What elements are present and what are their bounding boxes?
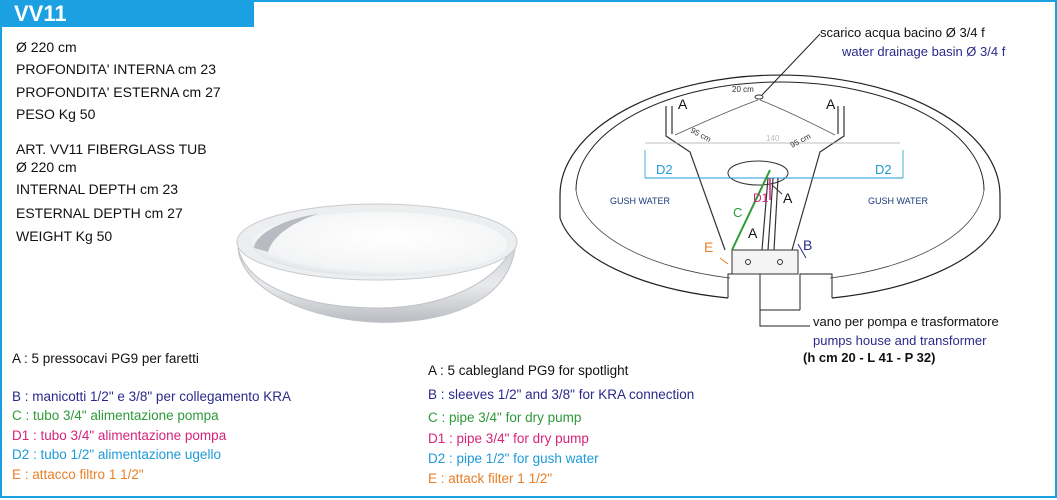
drain-label-en: water drainage basin Ø 3/4 f (841, 44, 1006, 59)
legend-text: : tubo 3/4" alimentazione pompa (25, 408, 219, 423)
spec-it-weight: PESO Kg 50 (16, 106, 96, 122)
spec-en-internal-depth: INTERNAL DEPTH cm 23 (16, 181, 179, 197)
legend-key: A (428, 363, 437, 378)
label-a-left: A (678, 96, 688, 112)
legend-key: B (12, 389, 22, 404)
legend-it-a: A : 5 pressocavi PG9 per faretti (12, 351, 199, 366)
tub-photo (236, 203, 518, 323)
legend-key: B (428, 387, 438, 402)
legend-en-c: C : pipe 3/4" for dry pump (428, 410, 581, 425)
legend-it-c: C : tubo 3/4" alimentazione pompa (12, 408, 219, 423)
legend-key: D1 (428, 431, 446, 446)
spec-en-article: ART. VV11 FIBERGLASS TUB (16, 141, 207, 157)
technical-diagram: scarico acqua bacino Ø 3/4 f water drain… (559, 25, 1006, 348)
legend-text: : sleeves 1/2" and 3/8" for KRA connecti… (440, 387, 695, 402)
drain-hole (754, 94, 764, 100)
legend-en-d1: D1 : pipe 3/4" for dry pump (428, 431, 589, 446)
legend-text: : pipe 1/2" for gush water (449, 451, 599, 466)
pump-house-label-it: vano per pompa e trasformatore (813, 314, 999, 329)
label-e: E (704, 239, 713, 255)
product-title: VV11 (0, 0, 254, 27)
spec-it-internal-depth: PROFONDITA' INTERNA cm 23 (16, 61, 216, 77)
legend-text: : attacco filtro 1 1/2" (24, 467, 144, 482)
spec-en-external-depth: ESTERNAL DEPTH cm 27 (16, 205, 183, 221)
basin-outer-rim (559, 74, 1001, 196)
legend-key: E (12, 467, 22, 482)
legend-text: : 5 pressocavi PG9 per faretti (24, 351, 199, 366)
label-b: B (803, 237, 812, 253)
legend-text: : pipe 3/4" for dry pump (449, 431, 589, 446)
legend-key: A (12, 351, 21, 366)
legend-en-b: B : sleeves 1/2" and 3/8" for KRA connec… (428, 387, 694, 402)
spec-it-diameter: Ø 220 cm (16, 39, 77, 55)
legend-key: C (428, 410, 438, 425)
legend-text: : manicotti 1/2" e 3/8" per collegamento… (24, 389, 292, 404)
dim-95-left: 95 cm (689, 126, 713, 144)
label-a-right: A (826, 96, 836, 112)
gush-water-left: GUSH WATER (610, 196, 670, 206)
spec-en-weight: WEIGHT Kg 50 (16, 228, 113, 244)
legend-key: E (428, 471, 438, 486)
legend-key: C (12, 408, 22, 423)
spec-en-diameter: Ø 220 cm (16, 159, 77, 175)
spec-it-external-depth: PROFONDITA' ESTERNA cm 27 (16, 84, 221, 100)
legend-en-a: A : 5 cablegland PG9 for spotlight (428, 363, 628, 378)
pump-house-label-en: pumps house and transformer (813, 333, 987, 348)
legend-text: : 5 cablegland PG9 for spotlight (440, 363, 629, 378)
label-c: C (733, 205, 742, 220)
dim-140: 140 (766, 134, 780, 143)
legend-en-d2: D2 : pipe 1/2" for gush water (428, 451, 599, 466)
legend-text: : tubo 3/4" alimentazione pompa (33, 428, 227, 443)
legend-en-e: E : attack filter 1 1/2" (428, 471, 552, 486)
legend-text: : pipe 3/4" for dry pump (441, 410, 582, 425)
legend-key: D2 (12, 447, 30, 462)
dim-95-right: 95 cm (789, 131, 813, 149)
gush-water-right: GUSH WATER (868, 196, 928, 206)
label-d1: D1 (753, 191, 769, 205)
dim-20-cm: 20 cm (732, 85, 754, 94)
legend-it-e: E : attacco filtro 1 1/2" (12, 467, 144, 482)
label-d2-right: D2 (875, 162, 892, 177)
basin-inner-rim (575, 81, 985, 191)
legend-key: D1 (12, 428, 30, 443)
label-a-pipes: A (748, 225, 758, 241)
center-hole (727, 160, 789, 186)
label-d2-left: D2 (656, 162, 673, 177)
legend-it-d2: D2 : tubo 1/2" alimentazione ugello (12, 447, 221, 462)
legend-text: : tubo 1/2" alimentazione ugello (33, 447, 221, 462)
legend-it-b: B : manicotti 1/2" e 3/8" per collegamen… (12, 389, 291, 404)
label-a-center: A (783, 190, 793, 206)
legend-it-d1: D1 : tubo 3/4" alimentazione pompa (12, 428, 226, 443)
pump-house-dims: (h cm 20 - L 41 - P 32) (803, 350, 936, 365)
legend-text: : attack filter 1 1/2" (440, 471, 553, 486)
top-border (254, 0, 1057, 2)
legend-key: D2 (428, 451, 446, 466)
drain-label-it: scarico acqua bacino Ø 3/4 f (820, 25, 985, 40)
